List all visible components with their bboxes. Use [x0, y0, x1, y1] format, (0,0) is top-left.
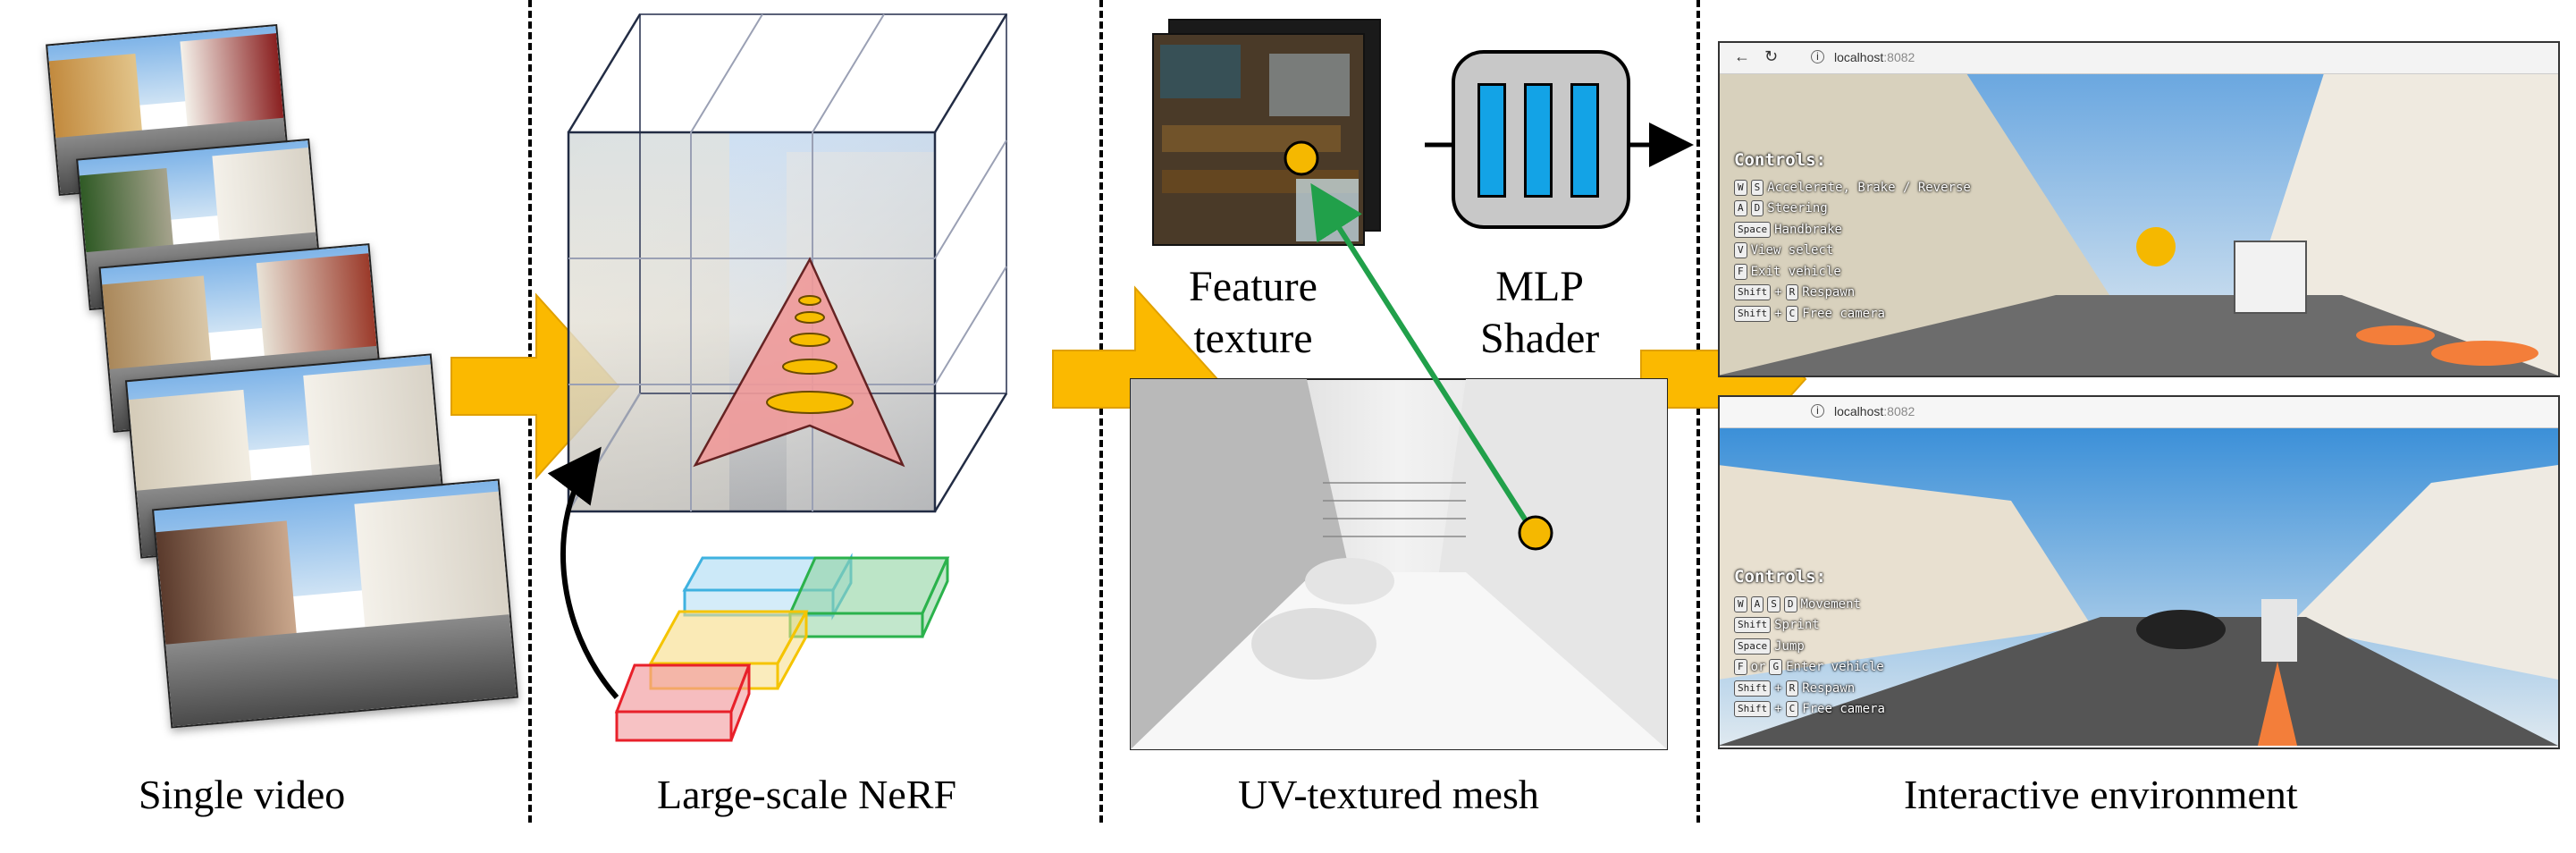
browser-toolbar: i localhost:8082	[1720, 397, 2558, 428]
key-cap: Shift	[1734, 617, 1772, 634]
key-cap: S	[1767, 595, 1780, 612]
caption-mesh: UV-textured mesh	[1238, 772, 1539, 817]
key-cap: C	[1785, 701, 1799, 718]
controls-action: Free camera	[1802, 702, 1885, 717]
texture-marker	[1284, 140, 1319, 176]
key-cap: D	[1750, 200, 1764, 217]
controls-title: Controls:	[1734, 150, 1826, 170]
key-cap: V	[1734, 242, 1747, 259]
key-cap: Shift	[1734, 701, 1772, 718]
key-separator: +	[1774, 306, 1782, 321]
browser-toolbar: ← ↻ i localhost:8082	[1720, 43, 2558, 74]
key-separator: +	[1774, 285, 1782, 300]
controls-action: Exit vehicle	[1750, 264, 1841, 279]
key-cap: W	[1734, 595, 1747, 612]
back-icon[interactable]: ←	[1734, 47, 1750, 65]
mlp-unit	[1477, 83, 1506, 198]
caption-nerf: Large-scale NeRF	[657, 772, 957, 817]
key-cap: Shift	[1734, 305, 1772, 322]
key-cap: Shift	[1734, 680, 1772, 697]
key-cap: S	[1750, 179, 1764, 196]
controls-action: Enter vehicle	[1786, 660, 1884, 675]
uv-mesh-image	[1130, 378, 1668, 750]
controls-action: Steering	[1767, 201, 1828, 216]
controls-action: Respawn	[1802, 680, 1856, 696]
controls-title: Controls:	[1734, 567, 1826, 587]
key-cap: Space	[1734, 638, 1772, 655]
uv-link-arrow	[1310, 182, 1533, 529]
mlp-unit	[1570, 83, 1599, 198]
key-cap: R	[1785, 680, 1799, 697]
key-cap: R	[1785, 284, 1799, 301]
key-cap: W	[1734, 179, 1747, 196]
key-cap: Space	[1734, 221, 1772, 238]
controls-action: Jump	[1774, 638, 1805, 654]
key-separator: +	[1774, 702, 1782, 717]
controls-action: View select	[1750, 243, 1834, 258]
key-cap: A	[1750, 595, 1764, 612]
info-icon: i	[1811, 404, 1824, 418]
key-cap: A	[1734, 200, 1747, 217]
reload-icon[interactable]: ↻	[1764, 47, 1779, 65]
key-separator: or	[1750, 660, 1766, 675]
browser-top-scene	[1718, 73, 2558, 376]
controls-action: Respawn	[1802, 285, 1856, 300]
browser-bottom-scene	[1718, 426, 2558, 746]
caption-single-video: Single video	[139, 772, 346, 817]
divider-3	[1696, 0, 1700, 823]
key-cap: F	[1734, 659, 1747, 676]
address-bar[interactable]: localhost:8082	[1834, 404, 1915, 418]
controls-action: Accelerate, Brake / Reverse	[1767, 180, 1971, 195]
controls-action: Free camera	[1802, 306, 1885, 321]
controls-action: Movement	[1800, 596, 1861, 612]
nerf-cube	[567, 13, 1008, 513]
divider-2	[1099, 0, 1103, 823]
mlp-unit	[1524, 83, 1553, 198]
mesh-marker	[1518, 515, 1553, 551]
key-separator: +	[1774, 680, 1782, 696]
address-bar[interactable]: localhost:8082	[1834, 50, 1915, 64]
key-cap: C	[1785, 305, 1799, 322]
key-cap: Shift	[1734, 284, 1772, 301]
caption-interactive: Interactive environment	[1904, 772, 2298, 817]
key-cap: D	[1783, 595, 1797, 612]
info-icon: i	[1811, 50, 1824, 63]
camera-path-markers	[766, 295, 854, 414]
controls-action: Handbrake	[1774, 222, 1842, 237]
controls-action: Sprint	[1774, 618, 1820, 633]
key-cap: G	[1769, 659, 1783, 676]
feature-texture-image	[1152, 19, 1381, 246]
grid-to-cube-arrow	[547, 446, 619, 699]
grid-slabs	[614, 553, 950, 742]
key-cap: F	[1734, 263, 1747, 280]
